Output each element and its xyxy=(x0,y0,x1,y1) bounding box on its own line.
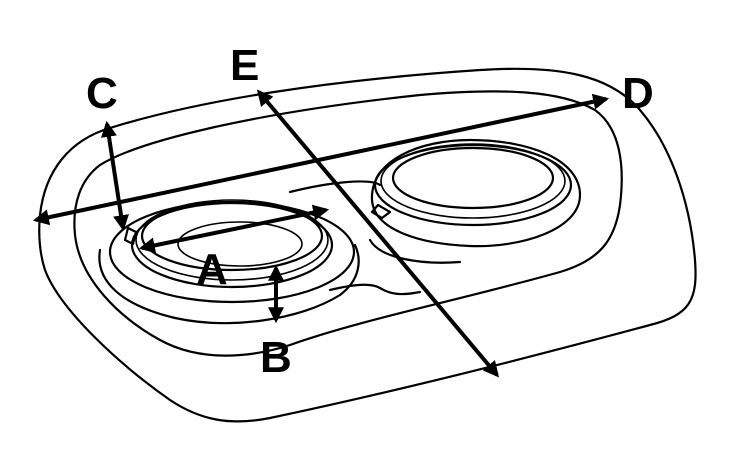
label-d: D xyxy=(622,69,654,118)
label-b: B xyxy=(260,333,292,382)
dimension-arrow-e xyxy=(256,89,500,378)
center-ridge xyxy=(288,180,462,296)
label-a: A xyxy=(196,245,228,294)
label-e: E xyxy=(230,41,259,90)
label-c: C xyxy=(86,69,118,118)
dimension-arrow-a xyxy=(138,204,330,254)
right-bowl xyxy=(370,138,582,248)
dimension-arrow-c xyxy=(101,120,129,232)
outer-base-outline xyxy=(38,67,697,423)
left-bowl xyxy=(108,199,356,304)
inner-tray-outline xyxy=(73,90,623,357)
